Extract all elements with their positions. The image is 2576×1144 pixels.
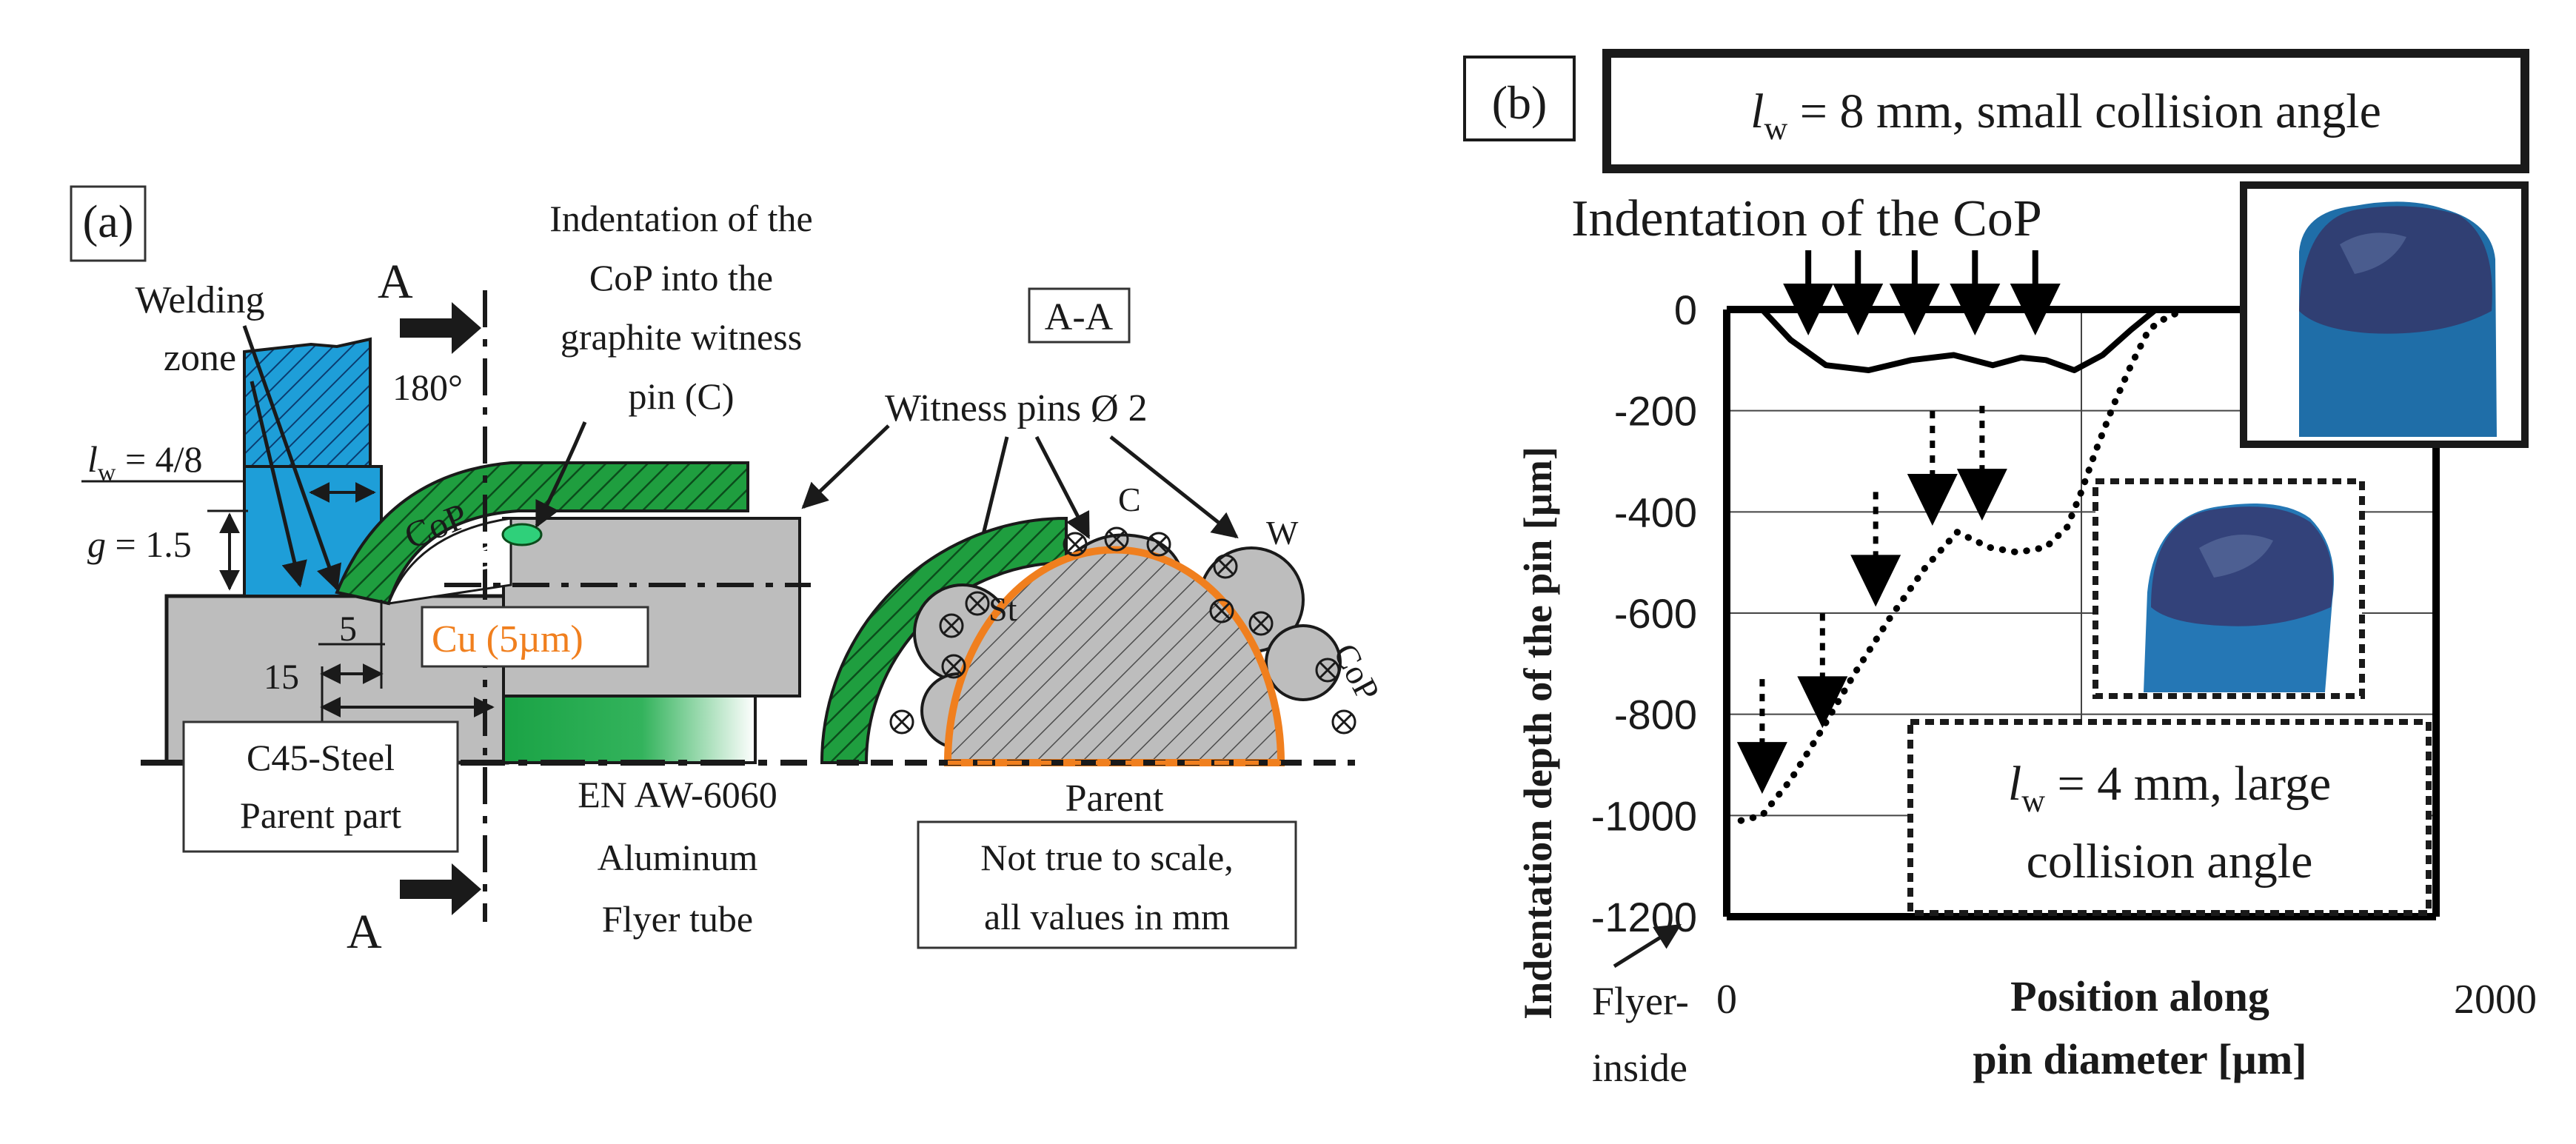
- title-top: lw = 8 mm, small collision angle: [1750, 84, 2381, 147]
- indentation-note-4: pin (C): [628, 375, 734, 417]
- section-green-arc: [820, 516, 1068, 764]
- flyer-inside-label-2: inside: [1592, 1046, 1687, 1090]
- indentation-note-1: Indentation of the: [549, 198, 812, 239]
- indentation-arrow-head: [2010, 284, 2061, 335]
- x-tick-label: 2000: [2454, 977, 2537, 1023]
- inset-label-1: lw = 4 mm, large: [2008, 757, 2331, 819]
- x-tick-label: 0: [1716, 977, 1737, 1023]
- dotted-arrow-head: [1907, 474, 1958, 526]
- copper-label: Cu (5µm): [432, 618, 583, 660]
- x-axis-label-2: pin diameter [µm]: [1973, 1035, 2306, 1083]
- scale-note-1: Not true to scale,: [980, 837, 1234, 878]
- cop-pointer-1: [414, 539, 505, 575]
- parent-part-label-2: Parent part: [240, 795, 401, 836]
- welding-zone-pointer-1: [242, 325, 342, 592]
- panel-b-label-box: [1463, 56, 1576, 141]
- series-line-2: [1737, 306, 2212, 824]
- y-tick-label: -600: [1614, 590, 1697, 637]
- parent-part-label-1: C45-Steel: [247, 737, 395, 778]
- panel-a-label-box: [70, 185, 147, 262]
- pin-w-lower: [1265, 624, 1342, 701]
- indentation-note-2: CoP into the: [589, 257, 773, 298]
- indentation-note-3: graphite witness: [561, 316, 802, 358]
- cop-indentation-mark: [501, 523, 543, 546]
- parent-label: Parent: [1065, 777, 1164, 820]
- green-witness-arc: [335, 461, 749, 606]
- section-arrow-bottom: [400, 863, 481, 915]
- series-line-1: [1759, 307, 2439, 373]
- green-gradient-region: [502, 695, 757, 764]
- pin-photo-top: [2240, 181, 2529, 448]
- x-axis-label-1: Position along: [2010, 972, 2269, 1020]
- parent-part-box: [182, 720, 459, 853]
- witness-pins-pointer-c: [1034, 435, 1091, 540]
- witness-pins-label: Witness pins Ø 2: [885, 387, 1148, 429]
- flyer-tube-label-3: Flyer tube: [602, 898, 753, 940]
- y-tick-label: -1200: [1591, 894, 1697, 940]
- cop-pointer-2: [414, 559, 505, 583]
- section-arrow-top: [400, 302, 481, 354]
- title-box-top: [1602, 49, 2529, 173]
- section-label: A-A: [1045, 296, 1114, 338]
- copper-label-box: [421, 606, 649, 668]
- section-mark-bottom: A: [347, 905, 382, 959]
- y-tick-label: -200: [1614, 388, 1697, 435]
- panel-a-label: (a): [83, 197, 134, 247]
- flyer-inside-pointer: [1613, 923, 1682, 969]
- pin-c-label: C: [1118, 481, 1141, 518]
- scale-note-box: [917, 820, 1297, 949]
- indentation-pointer: [535, 421, 587, 529]
- lw-dimension-label: lw = 4/8: [87, 438, 203, 486]
- section-label-box: [1028, 287, 1131, 344]
- flyer-inside-label-1: Flyer-: [1592, 979, 1689, 1023]
- gap-dimension-label: g = 1.5: [87, 524, 192, 565]
- y-tick-label: -800: [1614, 692, 1697, 738]
- dotted-arrow-head: [1956, 469, 2007, 521]
- inset-label-2: collision angle: [2027, 834, 2313, 889]
- witness-pins-pointer-tube: [801, 424, 890, 509]
- y-tick-label: -400: [1614, 489, 1697, 535]
- dim-5-label: 5: [339, 609, 357, 649]
- blue-hatched-section: [243, 337, 372, 483]
- indentation-arrow-head: [1783, 284, 1834, 335]
- pin-photo-bottom: [2092, 478, 2365, 699]
- inset-label-box: [1907, 719, 2432, 916]
- indentation-arrow-head: [1889, 284, 1940, 335]
- indentation-arrow-head: [1950, 284, 2001, 335]
- scale-note-2: all values in mm: [984, 896, 1230, 937]
- panel-b-label: (b): [1492, 76, 1548, 129]
- welding-zone-label-1: Welding: [136, 279, 265, 321]
- dim-15-label: 15: [264, 658, 299, 697]
- indentation-title: Indentation of the CoP: [1571, 190, 2042, 247]
- pin-st-label: St: [988, 590, 1017, 628]
- pin-w-label: W: [1266, 514, 1299, 552]
- welding-zone-pointer-2: [250, 381, 307, 588]
- y-tick-label: -1000: [1591, 792, 1697, 839]
- section-cross-symbols: [889, 526, 1356, 735]
- dotted-arrow-head: [1736, 742, 1787, 795]
- flyer-tube-label-1: EN AW-6060: [578, 774, 777, 815]
- dotted-arrow-head: [1850, 555, 1901, 607]
- angle-label: 180°: [392, 367, 463, 408]
- flyer-tube-label-2: Aluminum: [598, 837, 758, 878]
- y-tick-label: 0: [1674, 287, 1697, 333]
- witness-pins-pointer-w: [1109, 435, 1239, 539]
- plot-area: 0 -200 -400 -600 -800 -1000 -1200 0 2000: [1591, 250, 2537, 1023]
- welding-zone-label-2: zone: [164, 337, 236, 379]
- dotted-arrow-head: [1797, 676, 1848, 729]
- panel-b: (b) lw = 8 mm, small collision angle Ind…: [1463, 49, 2537, 1090]
- indentation-arrow-head: [1833, 284, 1884, 335]
- panel-a: (a) A A 180° Welding zone Indentation of…: [70, 185, 1387, 959]
- y-axis-label: Indentation depth of the pin [µm]: [1516, 446, 1560, 1020]
- section-mark-top: A: [378, 255, 413, 309]
